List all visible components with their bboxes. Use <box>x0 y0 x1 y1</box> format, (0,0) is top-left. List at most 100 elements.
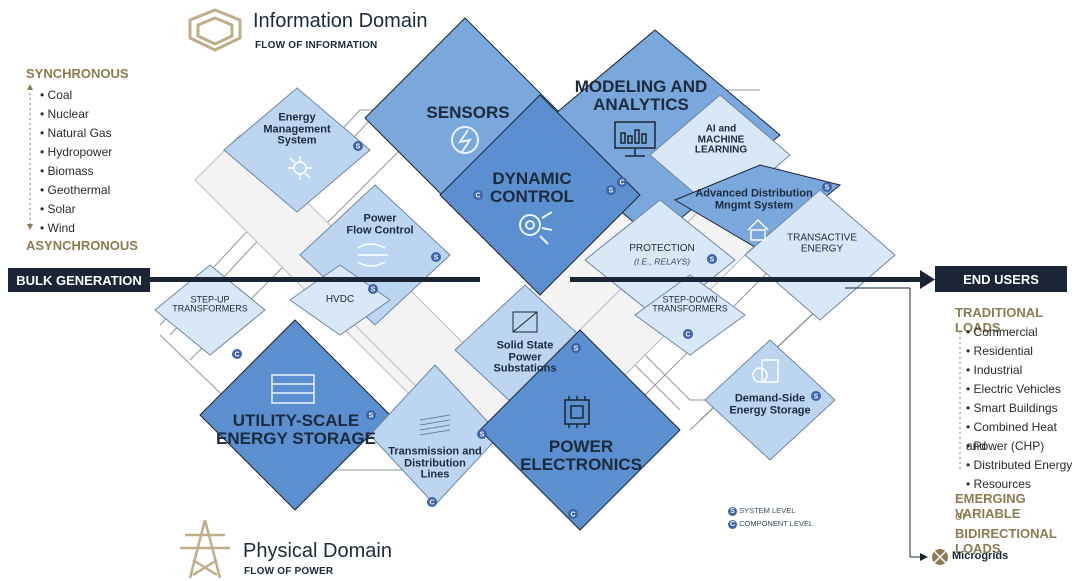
emerging-variable-label: EMERGING VARIABLE <box>955 491 1026 521</box>
battery-rack-icon <box>271 374 315 404</box>
asynchronous-label: ASYNCHRONOUS <box>26 238 138 253</box>
gear-circuit-icon <box>519 211 553 245</box>
generation-source-list: Coal Nuclear Natural Gas Hydropower Biom… <box>40 86 113 238</box>
shield-icon <box>188 8 242 52</box>
list-item: Wind <box>40 219 112 238</box>
phys-domain-title: Physical Domain <box>243 540 392 562</box>
bracket-arrow-down <box>27 224 33 230</box>
demand-storage-shape <box>704 339 836 461</box>
svg-text:S: S <box>356 144 361 151</box>
svg-text:S: S <box>814 394 819 401</box>
bracket-arrow-up <box>27 84 33 90</box>
bulk-generation-label: BULK GENERATION <box>8 268 150 292</box>
protection-sublabel: (I.E., RELAYS) <box>633 256 691 267</box>
legend-component-row: C COMPONENT LEVEL <box>728 517 813 530</box>
node-shapes <box>154 17 896 531</box>
svg-text:C: C <box>234 352 239 359</box>
microgrid-icon <box>932 549 948 565</box>
step-up-shape <box>154 264 266 356</box>
svg-text:S: S <box>825 185 830 192</box>
svg-text:S: S <box>710 257 715 264</box>
power-lines-icon <box>419 414 451 436</box>
component-level-text: COMPONENT LEVEL <box>739 519 814 528</box>
info-domain-subtitle: FLOW OF INFORMATION <box>255 40 378 51</box>
list-item: Industrial <box>966 361 1076 380</box>
system-level-text: SYSTEM LEVEL <box>739 506 796 515</box>
generation-bracket <box>29 88 961 470</box>
list-item: Smart Buildings <box>966 399 1076 418</box>
svg-text:C: C <box>475 193 480 200</box>
network-icon <box>288 156 312 180</box>
flow-arrows-icon <box>357 243 388 267</box>
substation-icon <box>512 311 538 333</box>
level-badges: S C S C S S S S C C S S S C C S <box>232 141 832 519</box>
list-item: Geothermal <box>40 181 112 200</box>
utility-storage-shape <box>199 319 391 511</box>
svg-text:S: S <box>480 432 485 439</box>
svg-text:S: S <box>574 346 579 353</box>
svg-text:C: C <box>570 512 575 519</box>
svg-text:C: C <box>619 180 624 187</box>
list-item-continued: Resources <box>966 475 1076 494</box>
chip-icon <box>564 396 590 428</box>
system-level-badge: S <box>728 507 737 516</box>
power-electronics-shape <box>479 329 681 531</box>
list-item: Solar <box>40 200 112 219</box>
legend-system-row: S SYSTEM LEVEL <box>728 504 813 517</box>
list-item: Distributed Energy <box>966 456 1076 475</box>
microgrids-label: Microgrids <box>952 550 1009 562</box>
transmission-tower-icon <box>180 519 230 579</box>
svg-text:S: S <box>609 188 614 195</box>
svg-text:C: C <box>685 332 690 339</box>
component-level-badge: C <box>728 520 737 529</box>
list-item: Natural Gas <box>40 124 112 143</box>
svg-text:S: S <box>371 287 376 294</box>
ems-shape <box>223 87 371 213</box>
traditional-loads-list: Commercial Residential Industrial Electr… <box>966 323 1076 494</box>
battery-bolt-icon <box>752 359 779 383</box>
list-item: Hydropower <box>40 143 113 162</box>
emerging-or-label: or <box>955 508 967 523</box>
list-item: Nuclear <box>40 105 112 124</box>
house-icon <box>747 218 769 241</box>
svg-text:S: S <box>434 255 439 262</box>
synchronous-label: SYNCHRONOUS <box>26 66 129 81</box>
end-users-label: END USERS <box>935 266 1067 292</box>
svg-text:C: C <box>429 500 434 507</box>
list-item: Coal <box>40 86 112 105</box>
monitor-chart-icon <box>614 121 656 157</box>
list-item: Commercial <box>966 323 1076 342</box>
list-item: Biomass <box>40 162 112 181</box>
hvdc-label: HVDC <box>325 293 355 305</box>
phys-domain-subtitle: FLOW OF POWER <box>244 566 334 577</box>
protection-label: PROTECTION <box>629 242 695 254</box>
sensor-lightning-icon <box>451 126 479 154</box>
dynamic-control-shape <box>439 94 641 296</box>
list-item-continued: Power (CHP) <box>966 437 1076 456</box>
sensors-label: SENSORS <box>426 103 510 123</box>
list-item: Residential <box>966 342 1076 361</box>
step-down-shape <box>634 274 746 356</box>
power-flow-arrow <box>150 270 935 561</box>
bidirectional-loads-label: BIDIRECTIONAL LOADS <box>955 526 1057 556</box>
list-item: Electric Vehicles <box>966 380 1076 399</box>
info-domain-title: Information Domain <box>253 10 428 32</box>
list-item: Combined Heat and <box>966 418 1076 453</box>
svg-text:S: S <box>369 413 374 420</box>
level-legend: S SYSTEM LEVEL C COMPONENT LEVEL <box>728 504 813 530</box>
